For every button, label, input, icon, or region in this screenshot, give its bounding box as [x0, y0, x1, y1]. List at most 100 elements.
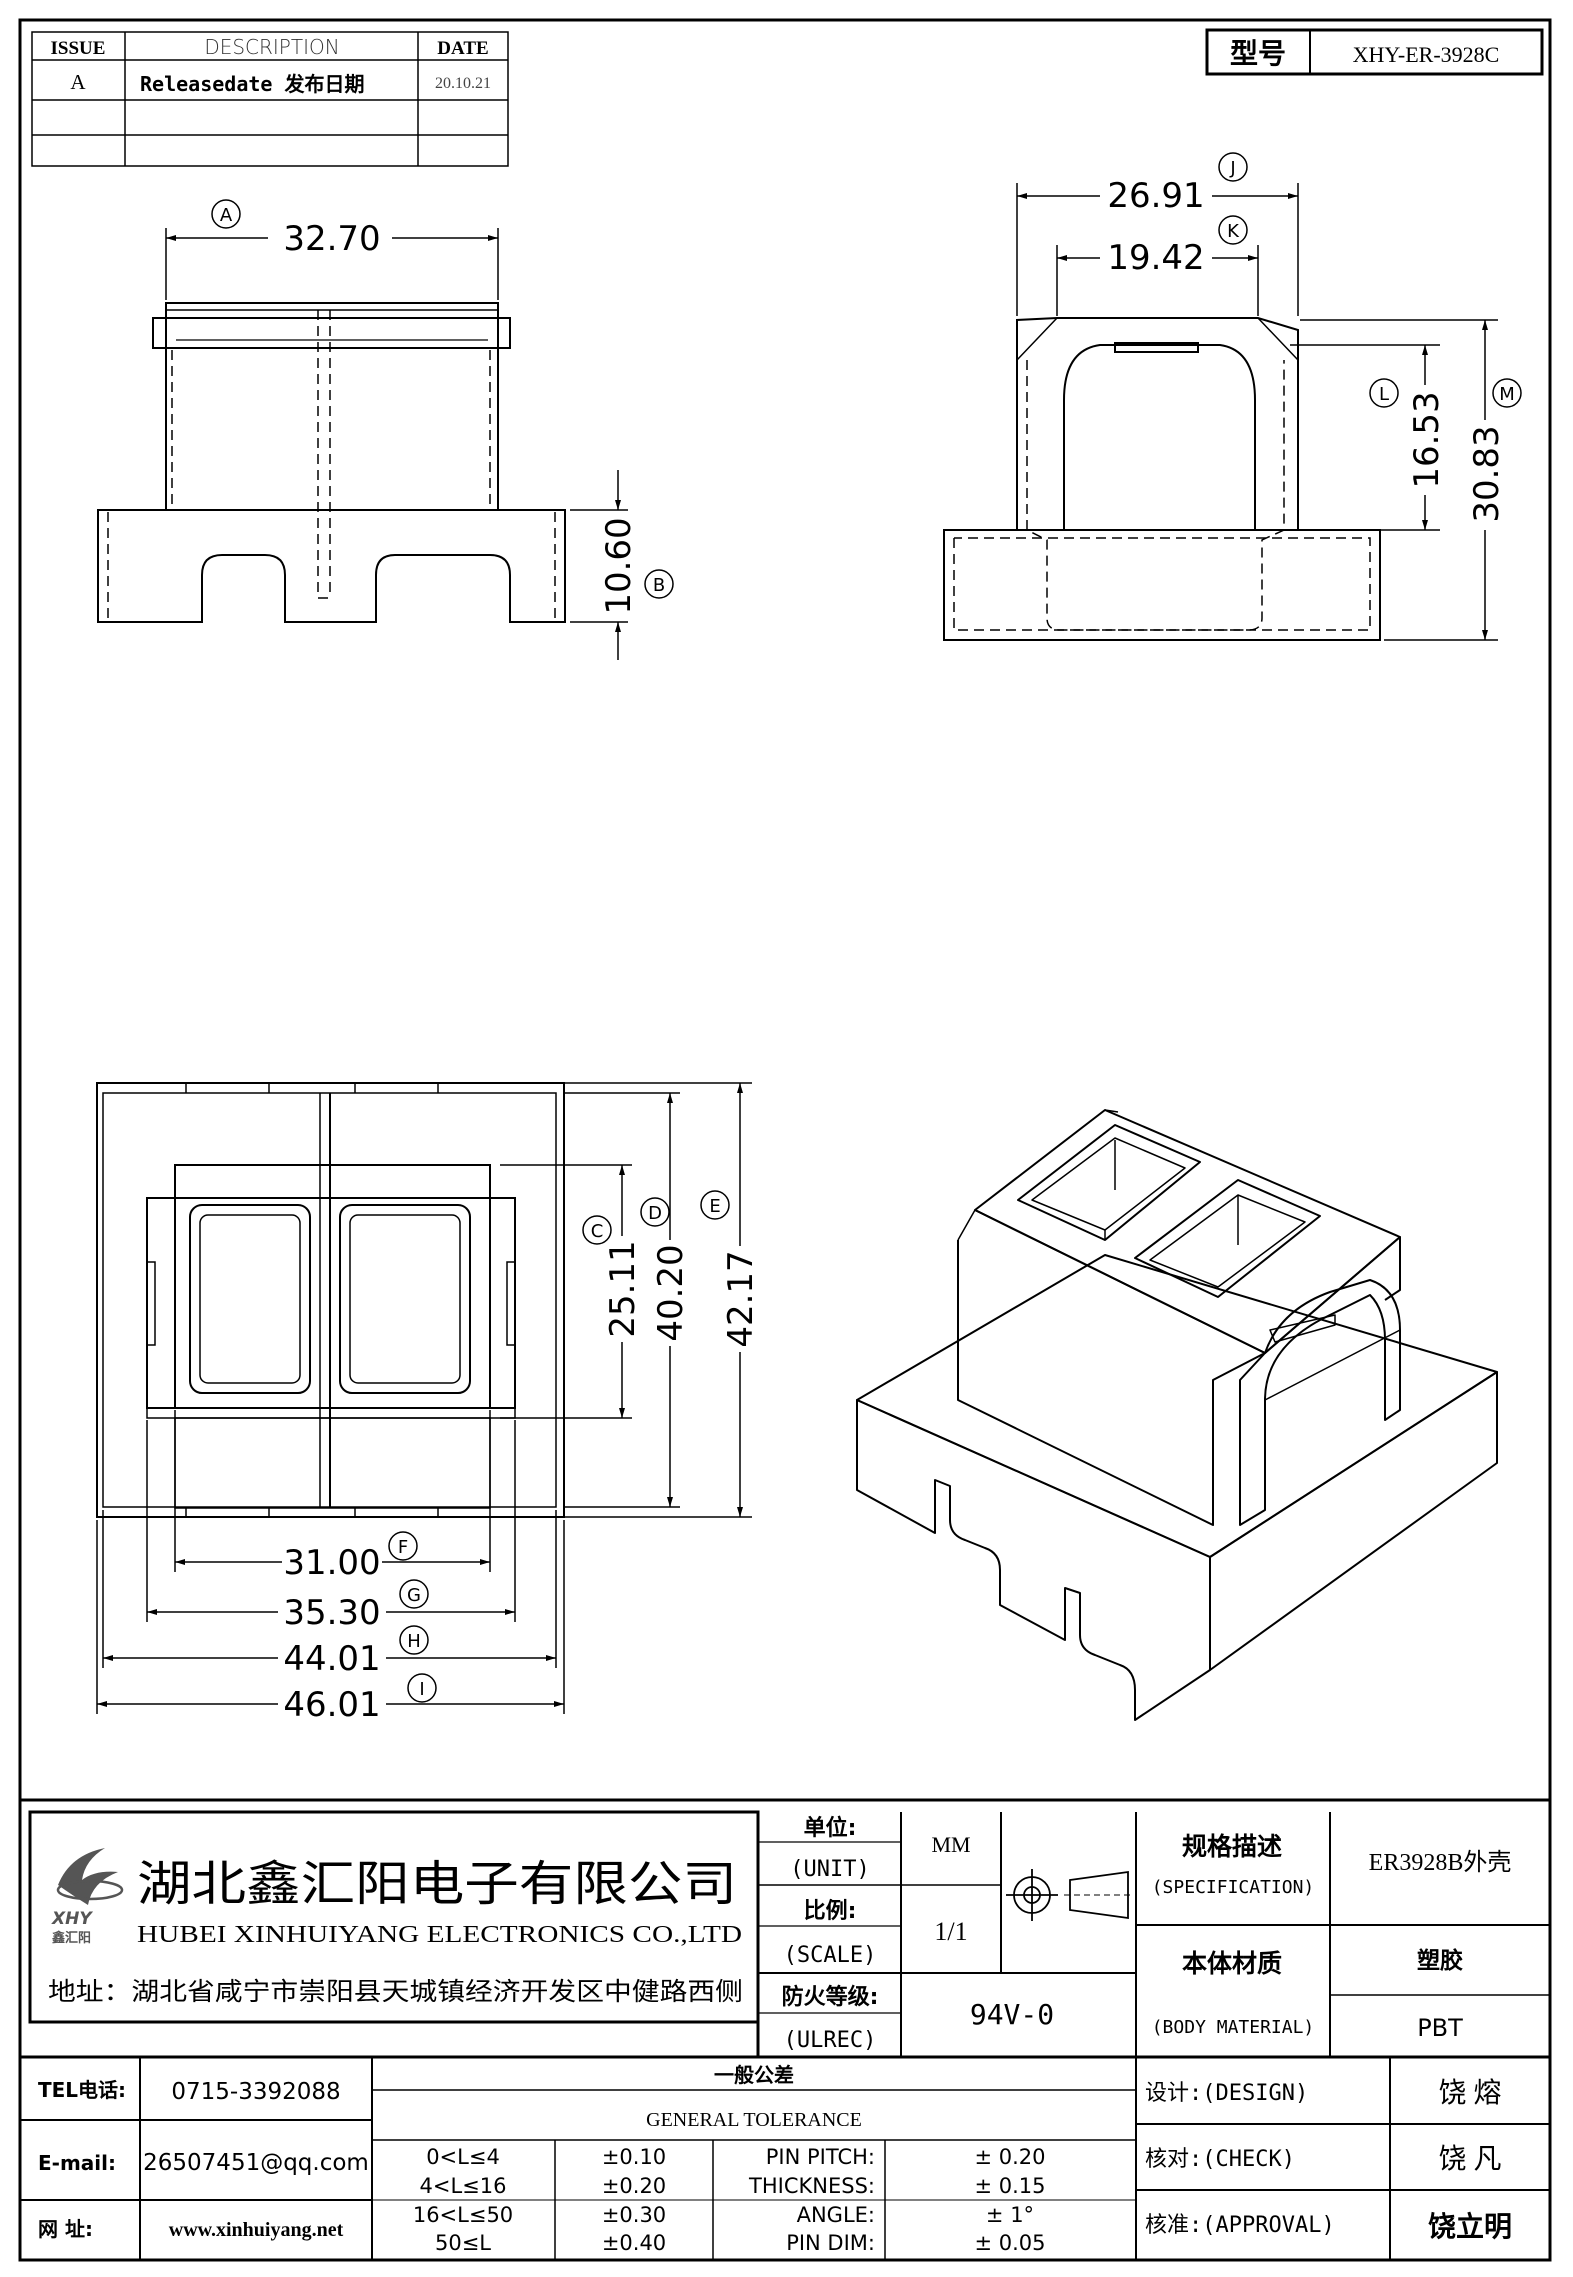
material-label: 本体材质 [1182, 1949, 1282, 1978]
dim-M-value: 30.83 [1467, 425, 1507, 522]
dim-L-letter: L [1379, 384, 1389, 405]
unit-value: MM [931, 1832, 970, 1857]
dim-L-balloon [1369, 378, 1399, 408]
tolerance-other-name: THICKNESS: [748, 2174, 875, 2198]
company-name-en: HUBEI XINHUIYANG ELECTRONICS CO.,LTD [137, 1922, 742, 1948]
dim-J-value: 26.91 [1107, 176, 1204, 216]
tolerance-title-en: GENERAL TOLERANCE [646, 2109, 862, 2131]
dim-B-balloon [644, 569, 674, 599]
revision-date: 20.10.21 [435, 75, 491, 92]
dim-F-bg [282, 1544, 382, 1578]
email-label: E-mail: [38, 2151, 116, 2175]
tolerance-other-value: ± 0.15 [974, 2174, 1045, 2198]
dim-K-balloon [1218, 215, 1248, 245]
model-value: XHY-ER-3928C [1353, 42, 1500, 67]
logo-text: XHY [51, 1909, 93, 1929]
model-label: 型号 [1230, 37, 1286, 70]
issue-header: ISSUE [51, 38, 106, 59]
web-value: www.xinhuiyang.net [169, 2219, 344, 2241]
description-header: DESCRIPTION [204, 35, 339, 59]
dim-D-value: 40.20 [651, 1244, 691, 1341]
dim-G-balloon [399, 1579, 429, 1609]
front-view [97, 302, 566, 623]
dim-I-balloon [407, 1673, 437, 1703]
fire-label: 防火等级: [782, 1984, 879, 2010]
scale-label-en: (SCALE) [784, 1943, 877, 1968]
dim-B-lines [570, 470, 628, 660]
top-view [96, 1082, 565, 1518]
dim-L-bg [1408, 385, 1442, 495]
spec-label: 规格描述 [1182, 1832, 1282, 1861]
tolerance-range: 0<L≤4 [426, 2145, 500, 2169]
dim-J-balloon [1218, 152, 1248, 182]
dim-D-balloon [640, 1197, 670, 1227]
dim-H-value: 44.01 [283, 1639, 380, 1679]
dim-I-value: 46.01 [283, 1685, 380, 1725]
projection-symbol-icon [1006, 1869, 1134, 1921]
web-label: 网 址: [38, 2217, 93, 2241]
dim-M-bg [1468, 420, 1502, 530]
fire-value: 94V-0 [970, 1998, 1054, 2031]
dim-G-value: 35.30 [283, 1593, 380, 1633]
unit-label: 单位: [804, 1815, 857, 1841]
dim-F-value: 31.00 [283, 1543, 380, 1583]
dim-J-bg [1100, 174, 1212, 208]
dim-B-value: 10.60 [599, 517, 639, 614]
dim-D-bg [652, 1240, 686, 1346]
company-logo [50, 1848, 128, 1938]
tolerance-other-name: PIN PITCH: [766, 2145, 875, 2169]
dim-H-balloon [399, 1625, 429, 1655]
date-header: DATE [437, 38, 488, 59]
tolerance-other-value: ± 0.20 [974, 2145, 1045, 2169]
check-label: 核对:(CHECK) [1145, 2147, 1295, 2172]
dim-G-bg [278, 1594, 386, 1628]
dim-A-value: 32.70 [283, 219, 380, 259]
unit-label-en: (UNIT) [790, 1857, 869, 1882]
dim-A-balloon [211, 199, 241, 229]
fire-label-en: (ULREC) [784, 2028, 877, 2053]
material-value-en: PBT [1417, 2014, 1463, 2042]
tolerance-other-value: ± 1° [986, 2203, 1034, 2227]
tolerance-value: ±0.30 [602, 2203, 666, 2227]
tolerance-rows: 0<L≤4±0.104<L≤16±0.2016<L≤50±0.3050≤L±0.… [413, 2145, 1046, 2255]
dim-J-letter: J [1229, 158, 1235, 179]
material-value-cn: 塑胶 [1417, 1947, 1463, 1974]
dim-H-bg [278, 1640, 386, 1674]
side-view [943, 317, 1381, 641]
isometric-view [856, 1109, 1498, 1721]
dim-A-letter: A [220, 205, 233, 226]
dim-E-balloon [700, 1190, 730, 1220]
dim-F-letter: F [398, 1537, 408, 1558]
dim-E-letter: E [709, 1196, 720, 1217]
dim-C-letter: C [591, 1221, 604, 1242]
revision-description: Releasedate 发布日期 [140, 72, 365, 96]
scale-value: 1/1 [934, 1917, 967, 1946]
tolerance-value: ±0.20 [602, 2174, 666, 2198]
tolerance-range: 4<L≤16 [420, 2174, 507, 2198]
dim-L-value: 16.53 [1407, 391, 1447, 488]
dim-F-balloon [388, 1531, 418, 1561]
title-block-lines [20, 1798, 1550, 2260]
design-label: 设计:(DESIGN) [1145, 2081, 1308, 2106]
spec-label-en: (SPECIFICATION) [1152, 1877, 1315, 1898]
dim-D-letter: D [648, 1203, 662, 1224]
dim-E-bg [722, 1246, 756, 1352]
dim-K-letter: K [1227, 221, 1240, 242]
material-label-en: (BODY MATERIAL) [1152, 2017, 1315, 2038]
company-address: 地址：湖北省咸宁市崇阳县天城镇经济开发区中健路西侧 [48, 1977, 743, 2006]
tolerance-title-cn: 一般公差 [714, 2063, 794, 2087]
dim-M-letter: M [1499, 384, 1515, 405]
dim-I-letter: I [419, 1679, 424, 1700]
model-box [1205, 28, 1544, 76]
design-name: 饶 熔 [1438, 2077, 1501, 2109]
approval-label: 核准:(APPROVAL) [1145, 2213, 1335, 2238]
dim-K-value: 19.42 [1107, 238, 1204, 278]
tolerance-value: ±0.10 [602, 2145, 666, 2169]
tolerance-range: 50≤L [435, 2231, 491, 2255]
tel-label: TEL电话: [38, 2078, 126, 2102]
dim-B-letter: B [653, 575, 665, 596]
dim-E-value: 42.17 [721, 1250, 761, 1347]
dim-K-bg [1100, 236, 1212, 270]
dim-H-letter: H [407, 1631, 421, 1652]
